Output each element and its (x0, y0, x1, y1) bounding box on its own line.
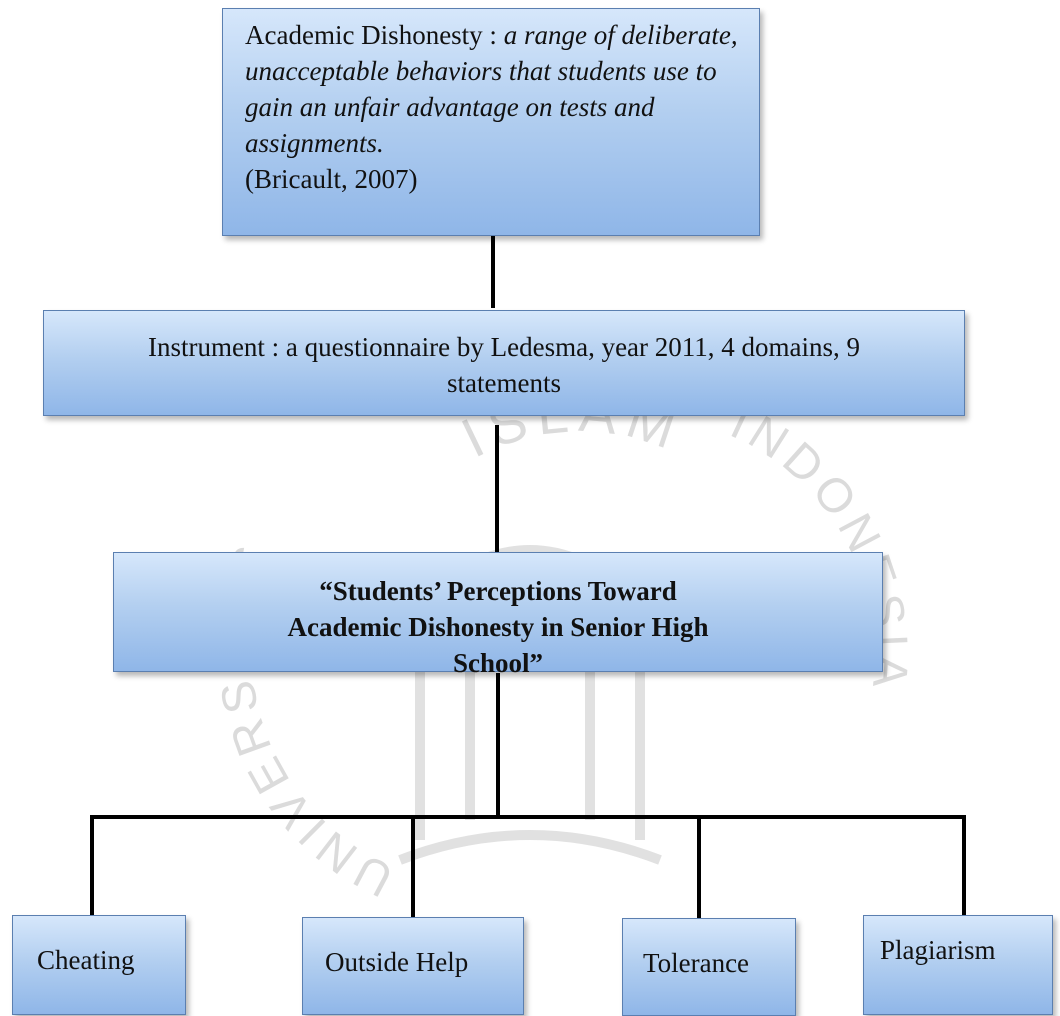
study-title-text: “Students’ Perceptions Toward Academic D… (287, 576, 709, 678)
definition-term: Academic Dishonesty : (245, 20, 497, 50)
definition-box: Academic Dishonesty : a range of deliber… (222, 8, 760, 236)
seal-base-icon (398, 830, 662, 865)
connector-branch-to-cheating (90, 815, 94, 917)
definition-citation: (Bricault, 2007) (245, 164, 418, 194)
connector-branch-horizontal (90, 815, 966, 819)
connector-branch-to-plagiarism (962, 815, 966, 917)
connector-definition-to-instrument (491, 236, 495, 308)
connector-branch-to-tolerance (697, 815, 701, 920)
instrument-text: Instrument : a questionnaire by Ledesma,… (147, 332, 861, 398)
domain-box-cheating: Cheating (12, 915, 186, 1015)
connector-title-to-branch (496, 673, 500, 817)
domain-label: Tolerance (643, 948, 750, 978)
domain-label: Plagiarism (880, 935, 996, 965)
definition-text: a range of deliberate, unacceptable beha… (245, 20, 738, 158)
domain-box-tolerance: Tolerance (622, 918, 796, 1016)
connector-branch-to-outside-help (411, 815, 415, 919)
domain-label: Outside Help (325, 947, 469, 977)
study-title-box: “Students’ Perceptions Toward Academic D… (113, 552, 883, 678)
domain-box-plagiarism: Plagiarism (863, 915, 1053, 1015)
domain-label: Cheating (37, 945, 135, 975)
instrument-box: Instrument : a questionnaire by Ledesma,… (43, 310, 965, 416)
connector-instrument-to-title (495, 425, 499, 553)
domain-box-outside-help: Outside Help (302, 917, 524, 1015)
